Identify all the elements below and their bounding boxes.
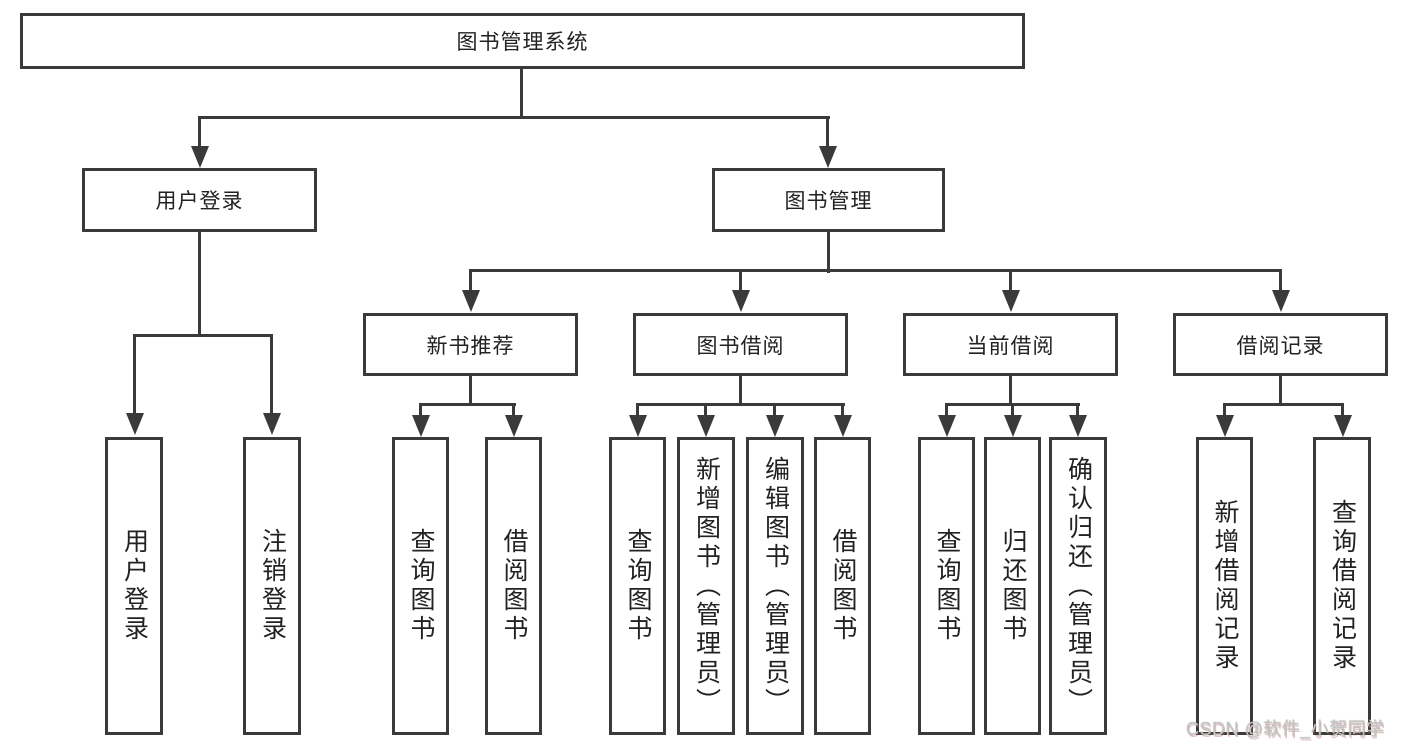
leaf-confirm-return-admin: 确认归还（管理员） — [1049, 437, 1107, 735]
node-borrowing-records: 借阅记录 — [1173, 313, 1388, 376]
node-current-borrowing: 当前借阅 — [903, 313, 1118, 376]
leaf-user-login: 用户登录 — [105, 437, 163, 735]
connector-current-stem — [1009, 376, 1012, 406]
leaf-logout: 注销登录 — [243, 437, 301, 735]
arrow-down-icon — [833, 405, 852, 437]
arrow-down-icon — [1068, 405, 1087, 437]
connector-records-stem — [1279, 376, 1282, 406]
arrow-down-icon — [1215, 405, 1234, 437]
connector-current-rail — [945, 403, 1080, 406]
connector-recommend-rail — [419, 403, 516, 406]
node-user-login: 用户登录 — [82, 168, 317, 232]
leaf-label: 查询图书 — [624, 528, 652, 644]
arrow-down-icon — [190, 118, 209, 168]
leaf-borrow-books: 借阅图书 — [814, 437, 871, 735]
leaf-query-books: 查询图书 — [392, 437, 449, 735]
leaf-query-borrow-record: 查询借阅记录 — [1313, 437, 1371, 735]
leaf-label: 查询借阅记录 — [1328, 499, 1357, 673]
arrow-down-icon — [1271, 271, 1290, 312]
leaf-return-books: 归还图书 — [984, 437, 1041, 735]
arrow-down-icon — [411, 405, 430, 437]
node-book-management: 图书管理 — [712, 168, 945, 232]
leaf-label: 查询图书 — [933, 528, 961, 644]
arrow-down-icon — [262, 336, 281, 435]
node-library-management-system: 图书管理系统 — [20, 13, 1025, 69]
leaf-borrow-books: 借阅图书 — [485, 437, 542, 735]
connector-borrow-rail — [636, 403, 845, 406]
connector-root-rail — [198, 116, 830, 119]
leaf-query-books: 查询图书 — [918, 437, 975, 735]
connector-book-management-rail — [469, 269, 1282, 272]
node-book-borrowing: 图书借阅 — [633, 313, 848, 376]
connector-recommend-stem — [469, 376, 472, 406]
leaf-label: 归还图书 — [999, 528, 1027, 644]
arrow-down-icon — [731, 271, 750, 312]
leaf-query-books: 查询图书 — [609, 437, 666, 735]
connector-book-management-stem — [827, 232, 830, 273]
leaf-label: 借阅图书 — [829, 528, 857, 644]
csdn-watermark: CSDN @软件_小贺同学 — [1186, 719, 1385, 739]
leaf-label: 确认归还（管理员） — [1064, 455, 1093, 717]
connector-root-stem — [520, 69, 523, 118]
leaf-label: 编辑图书（管理员） — [761, 455, 790, 717]
arrow-down-icon — [461, 271, 480, 312]
leaf-label: 借阅图书 — [500, 528, 528, 644]
arrow-down-icon — [1003, 405, 1022, 437]
node-label: 图书管理系统 — [456, 31, 589, 54]
connector-user-login-stem — [198, 232, 201, 336]
arrow-down-icon — [765, 405, 784, 437]
arrow-down-icon — [628, 405, 647, 437]
arrow-down-icon — [696, 405, 715, 437]
leaf-label: 用户登录 — [120, 528, 149, 644]
arrow-down-icon — [937, 405, 956, 437]
node-label: 借阅记录 — [1236, 334, 1325, 358]
node-new-book-recommendation: 新书推荐 — [363, 313, 578, 376]
leaf-label: 注销登录 — [258, 528, 287, 644]
leaf-label: 新增图书（管理员） — [692, 455, 721, 717]
node-label: 图书借阅 — [696, 334, 785, 358]
node-label: 图书管理 — [784, 190, 873, 213]
arrow-down-icon — [125, 336, 144, 435]
arrow-down-icon — [1333, 405, 1352, 437]
arrow-down-icon — [504, 405, 523, 437]
node-label: 新书推荐 — [426, 334, 515, 358]
arrow-down-icon — [1001, 271, 1020, 312]
node-label: 用户登录 — [155, 190, 244, 213]
leaf-edit-books-admin: 编辑图书（管理员） — [746, 437, 804, 735]
node-label: 当前借阅 — [966, 334, 1055, 358]
leaf-label: 新增借阅记录 — [1211, 499, 1239, 673]
leaf-add-borrow-record: 新增借阅记录 — [1196, 437, 1253, 735]
connector-user-login-rail — [133, 334, 273, 337]
leaf-add-books-admin: 新增图书（管理员） — [677, 437, 735, 735]
leaf-label: 查询图书 — [407, 528, 435, 644]
connector-records-rail — [1223, 403, 1344, 406]
connector-borrow-stem — [739, 376, 742, 406]
arrow-down-icon — [818, 118, 837, 168]
